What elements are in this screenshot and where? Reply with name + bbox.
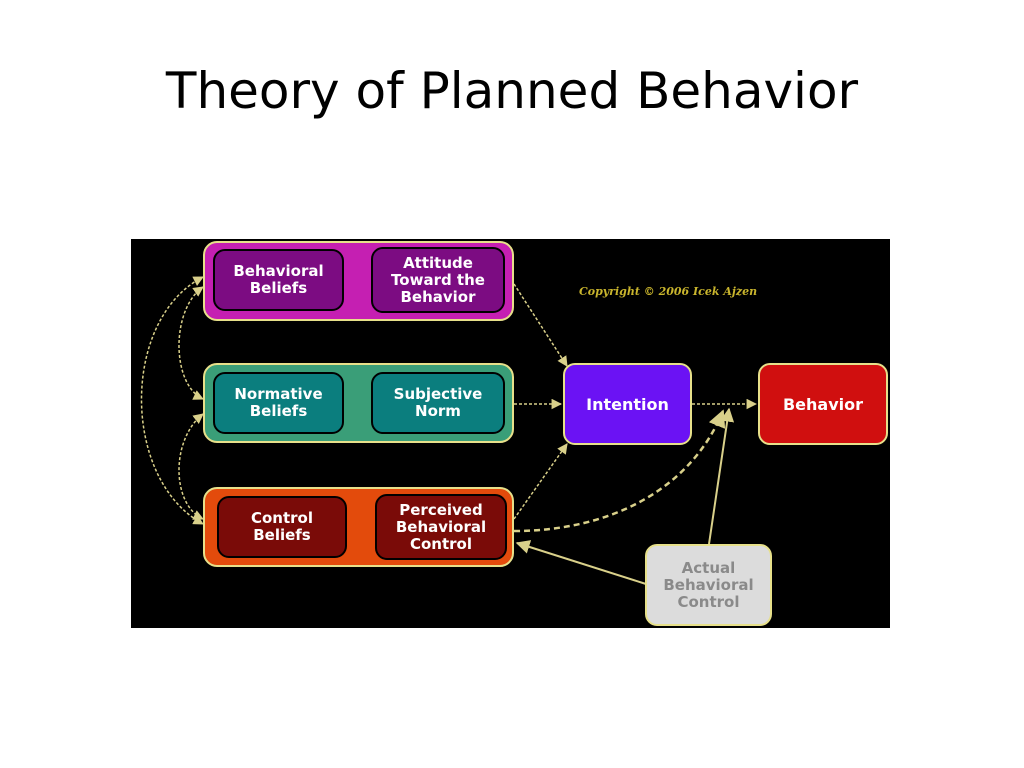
attitude-to-intention-arrow (513, 283, 568, 367)
normative-beliefs-box: Normative Beliefs (213, 372, 344, 434)
actual-to-behavior-arrow (708, 407, 735, 545)
perceived-control-box: Perceived Behavioral Control (375, 494, 507, 560)
actual-to-perceived-arrow (515, 540, 647, 585)
attitude-box: Attitude Toward the Behavior (371, 247, 505, 313)
intention-box: Intention (563, 363, 692, 445)
copyright-text: Copyright © 2006 Icek Ajzen (579, 285, 758, 298)
control-beliefs-box: Control Beliefs (217, 496, 347, 558)
beliefs-correlation-outer (140, 276, 204, 525)
beliefs-correlation-lower (178, 413, 204, 520)
behavior-box: Behavior (758, 363, 888, 445)
connector-layer (140, 271, 758, 585)
control-to-intention-arrow (513, 443, 568, 520)
control-to-behavior-dashed-arrow (513, 409, 726, 533)
tpb-diagram: Behavioral Beliefs Attitude Toward the B… (131, 239, 890, 628)
behavioral-beliefs-box: Behavioral Beliefs (213, 249, 344, 311)
slide-title: Theory of Planned Behavior (165, 62, 859, 120)
actual-control-box: Actual Behavioral Control (645, 544, 772, 626)
subjective-norm-box: Subjective Norm (371, 372, 505, 434)
beliefs-correlation-upper (178, 286, 204, 400)
